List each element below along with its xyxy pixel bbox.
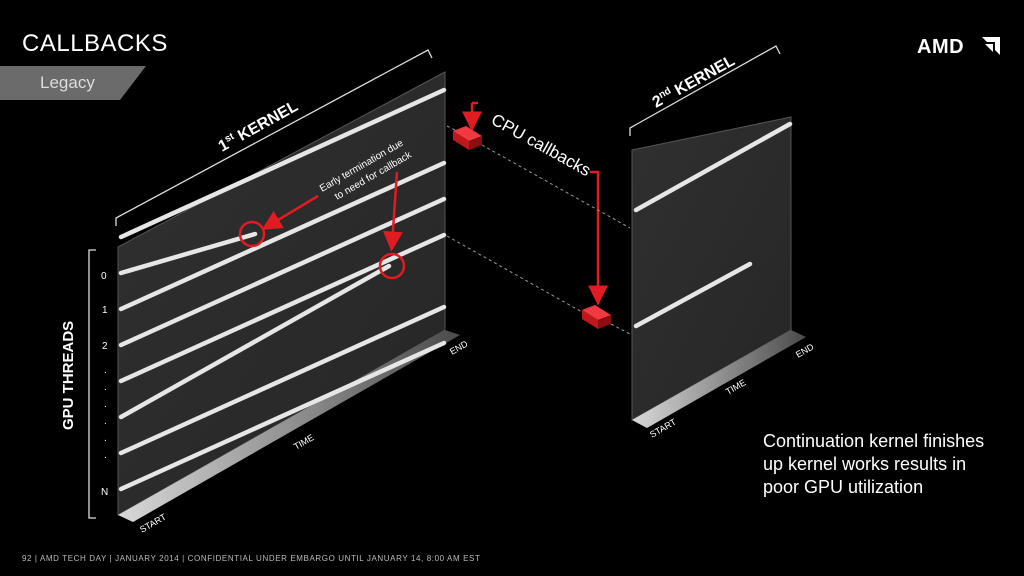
thread-label: . (104, 399, 107, 410)
footer: 92 | AMD TECH DAY | JANUARY 2014 | CONFI… (22, 554, 481, 563)
slide-title: CALLBACKS (22, 30, 168, 57)
thread-bar (118, 304, 447, 456)
thread-bar-continuation (633, 261, 753, 329)
thread-label: . (104, 450, 107, 461)
gpu-threads-label: GPU THREADS (60, 321, 77, 430)
thread-label: . (104, 433, 107, 444)
thread-label: N (101, 487, 108, 498)
kernel1-label: 1st KERNEL (215, 97, 301, 156)
subtitle-tab (0, 66, 146, 100)
connector-dashed (446, 125, 456, 131)
thread-bar (633, 121, 793, 213)
kernel2-panel (629, 45, 806, 428)
termination-circle (238, 220, 266, 248)
thread-bar-terminated (118, 231, 258, 276)
kernel2-thread-bars (633, 121, 793, 329)
thread-label: . (104, 382, 107, 393)
continuation-text: Continuation kernel finishes up kernel w… (763, 431, 985, 497)
thread-bar (118, 196, 447, 348)
amd-logo-text: AMD (917, 36, 965, 58)
thread-label: 0 (101, 271, 107, 282)
termination-arrow (261, 194, 319, 230)
cpu-callback-block (582, 305, 611, 329)
termination-circle (378, 252, 406, 280)
cpu-callback-block (453, 126, 482, 150)
thread-label: 2 (102, 341, 108, 352)
cpu-callbacks-group (446, 101, 631, 335)
kernel1-thread-bars (118, 87, 447, 492)
thread-label: 1 (102, 305, 108, 316)
thread-bar (118, 87, 447, 240)
thread-bar (118, 160, 447, 312)
kernel2-label: 2nd KERNEL (649, 51, 738, 111)
thread-label: . (104, 365, 107, 376)
cpu-callbacks-label: CPU callbacks (488, 110, 594, 180)
thread-label: . (104, 416, 107, 427)
kernel1-end-label: END (448, 338, 470, 356)
connector-dashed (610, 323, 631, 335)
kernel1-panel (88, 49, 460, 522)
thread-bar (118, 232, 447, 384)
termination-arrow (382, 171, 403, 252)
slide-subtitle: Legacy (40, 73, 95, 92)
thread-bar-terminated (118, 263, 392, 420)
connector-dashed (446, 235, 583, 313)
early-termination-markers (238, 171, 406, 280)
thread-labels: 0 1 2 . . . . . . N (101, 271, 108, 498)
connector-dashed (481, 144, 631, 229)
cpu-callback-arrow (588, 170, 608, 306)
amd-arrow-icon (982, 37, 1000, 55)
thread-bar (118, 340, 447, 492)
kernel1-time-label: TIME (292, 432, 316, 451)
kernel2-end-label: END (794, 341, 816, 359)
